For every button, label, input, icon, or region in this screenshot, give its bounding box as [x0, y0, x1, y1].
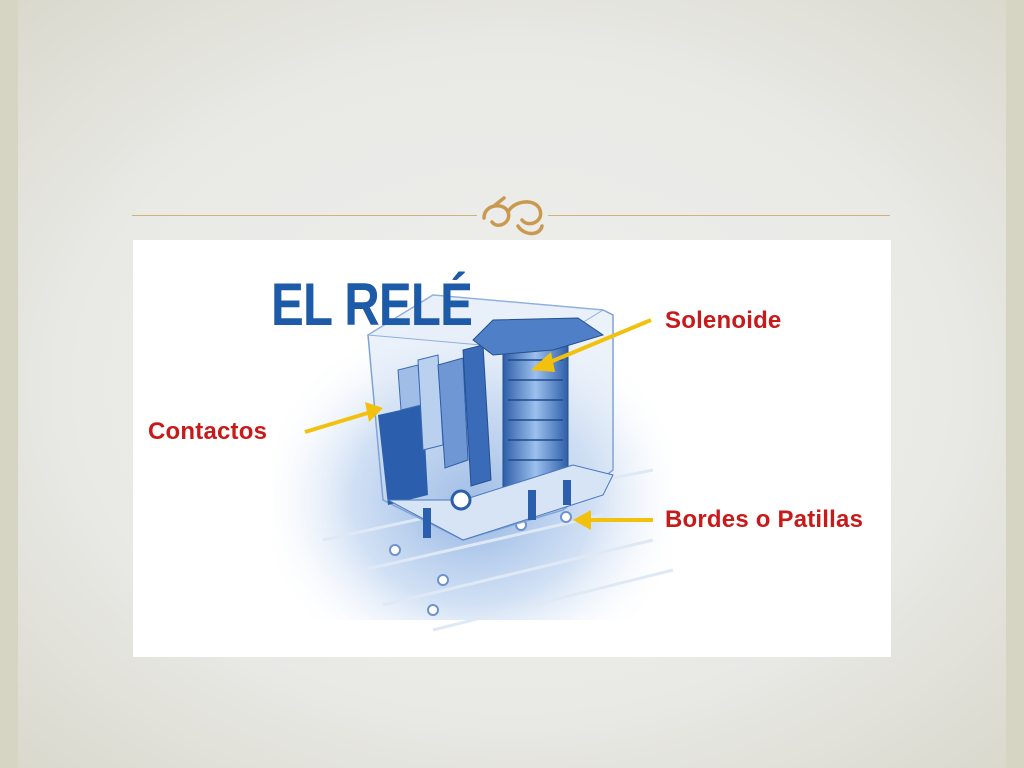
relay-diagram-panel: EL RELÉ Solenoide Contactos Bordes o Pat… [133, 240, 891, 657]
diagram-title: EL RELÉ [271, 271, 473, 338]
relay-base [387, 464, 614, 541]
callout-arrows [304, 318, 653, 530]
label-solenoide: Solenoide [665, 307, 782, 334]
left-border [0, 0, 18, 768]
arrow-contactos-head [365, 402, 383, 422]
right-border [1006, 0, 1024, 768]
relay-illustration [273, 275, 674, 632]
pcb-traces [322, 468, 674, 632]
relay-contacts [378, 344, 492, 505]
arrow-bordes-head [573, 510, 591, 530]
arrow-solenoide [542, 318, 652, 367]
label-contactos: Contactos [148, 418, 268, 445]
fleuron-icon [482, 196, 544, 236]
arrow-solenoide-head [531, 352, 555, 372]
arrow-contactos [304, 410, 372, 434]
divider-line-right [548, 215, 890, 216]
divider-line-left [132, 215, 477, 216]
label-bordes: Bordes o Patillas [665, 506, 864, 533]
